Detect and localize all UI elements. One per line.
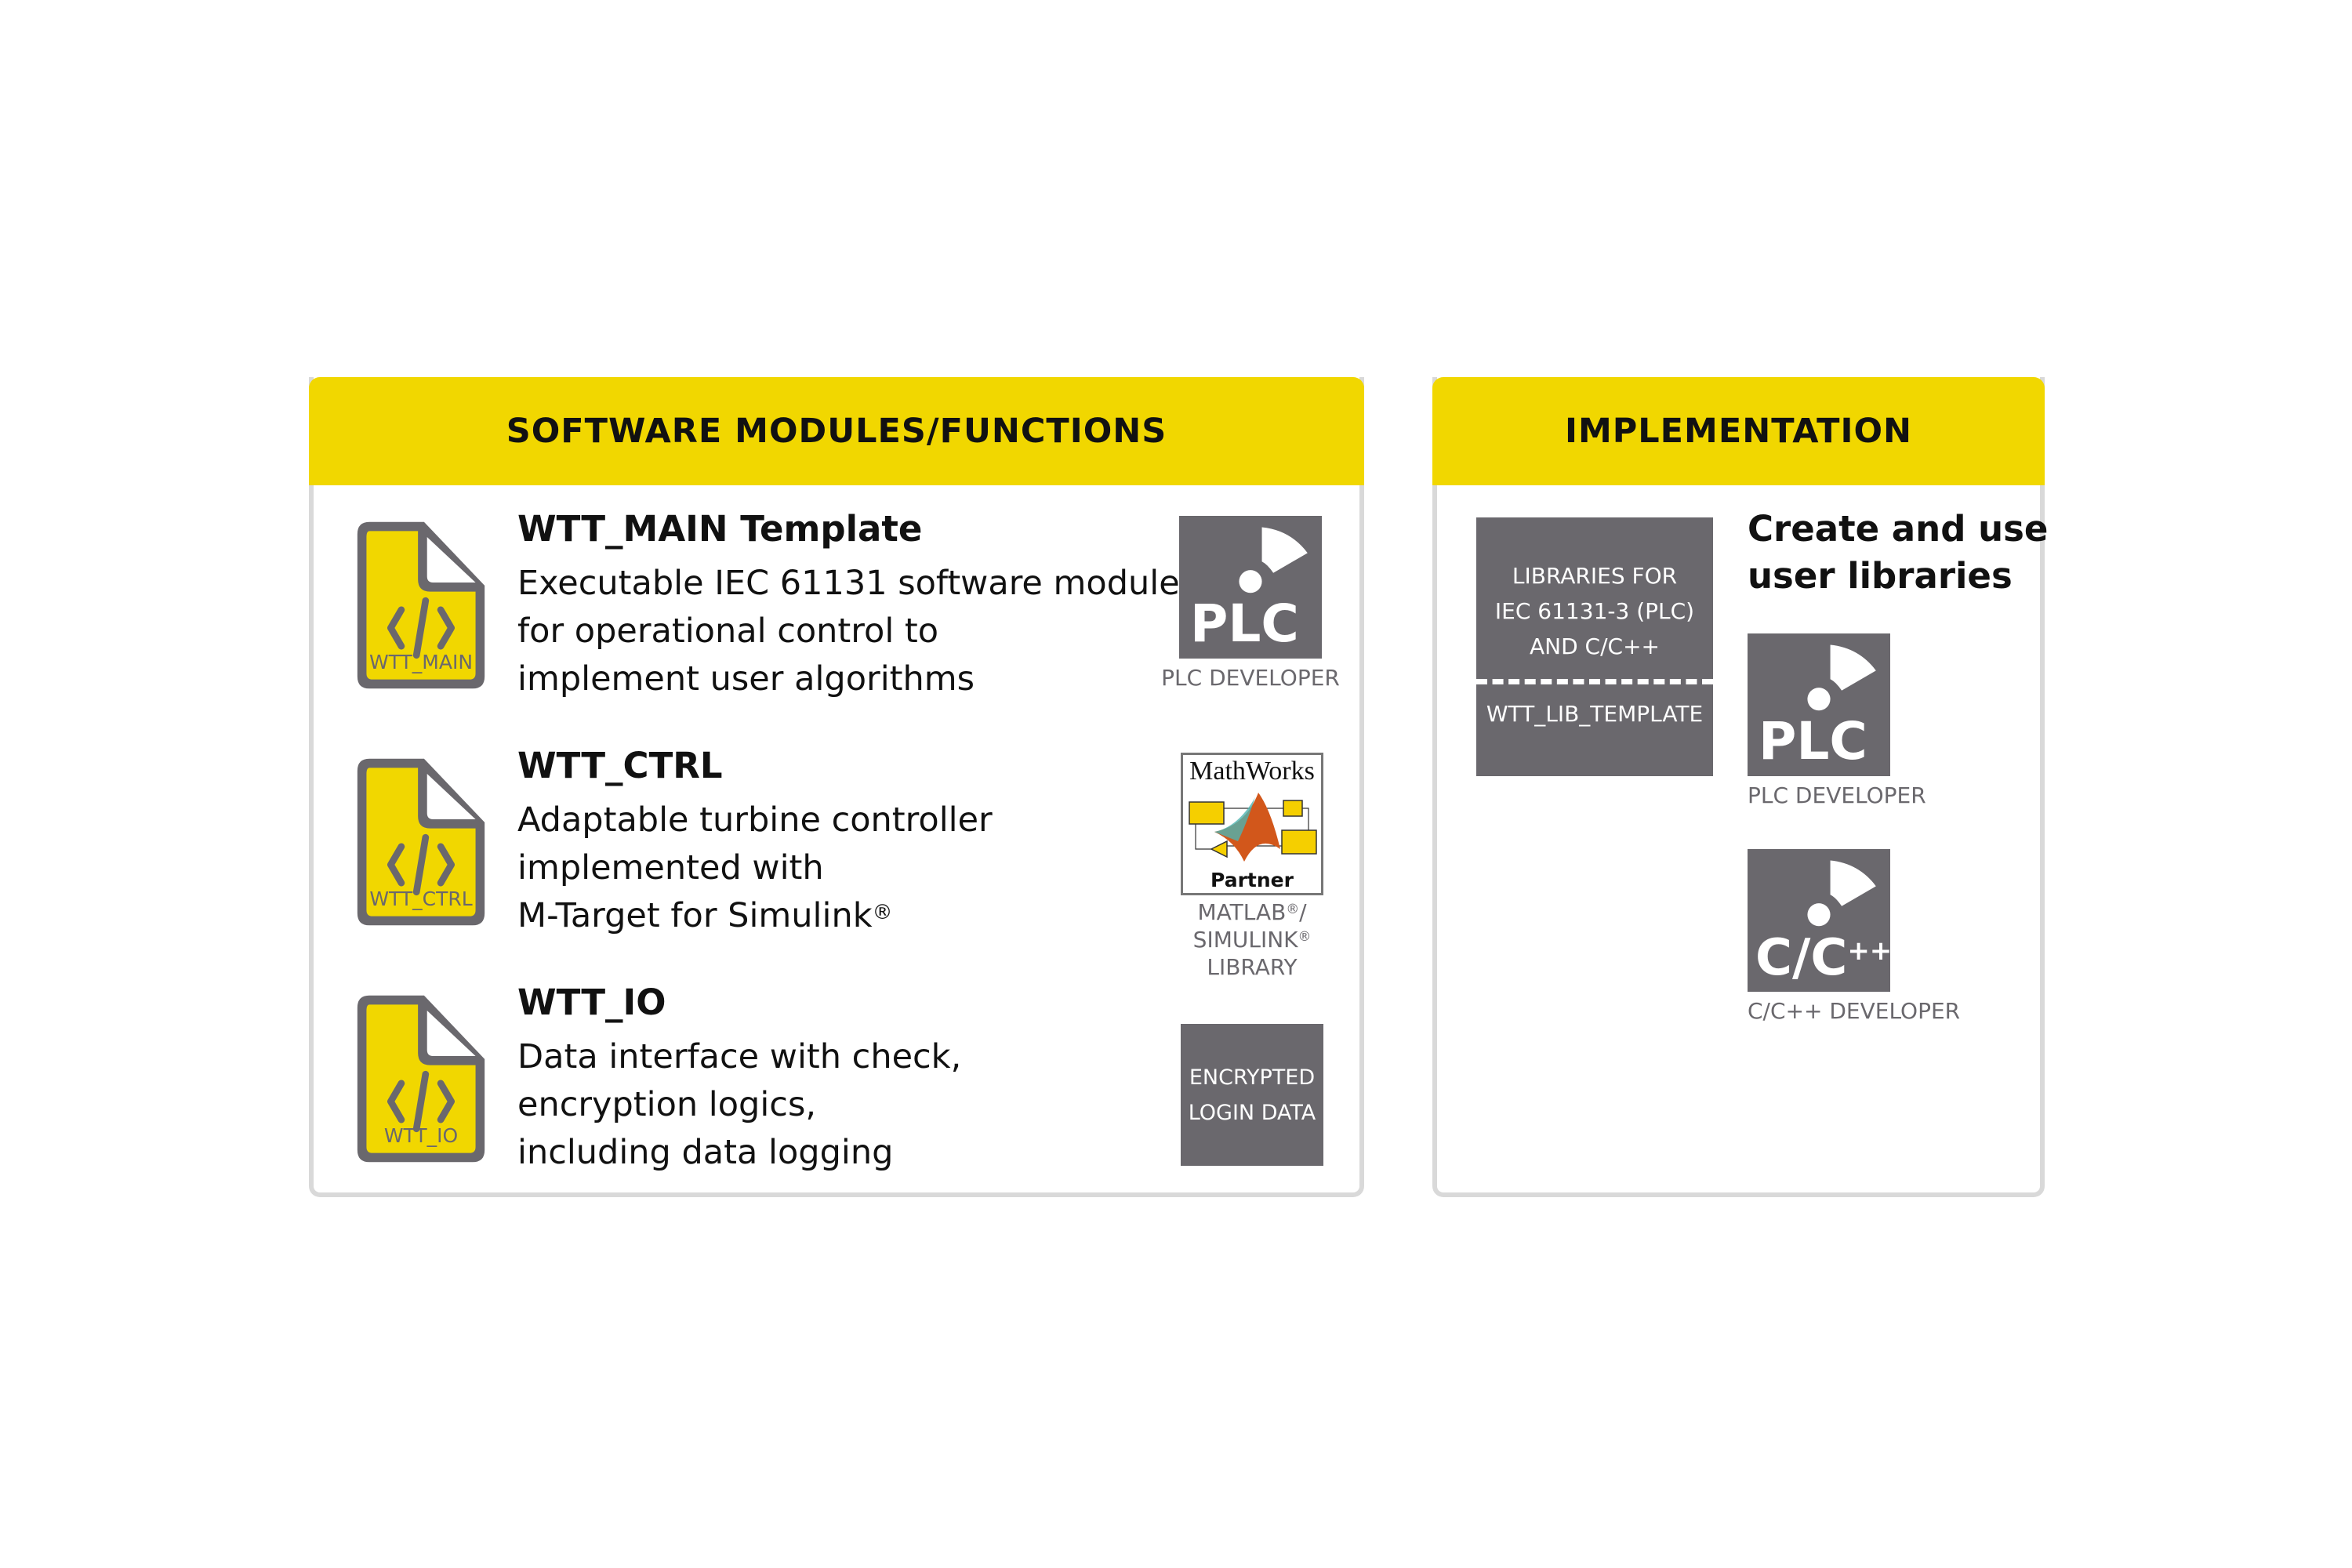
logo-text: PLC [1190, 593, 1299, 654]
implementation-panel: IMPLEMENTATION [1432, 377, 2045, 1197]
module-title: WTT_IO [517, 982, 666, 1023]
label-line: MATLAB®/ [1145, 898, 1359, 926]
box-line: LIBRARIES FOR [1512, 563, 1678, 589]
module-desc-line: encryption logics, [517, 1085, 817, 1124]
heading-line: Create and use [1748, 508, 2049, 550]
registered-mark: ® [1298, 928, 1312, 944]
matlab-library-label: MATLAB®/ SIMULINK® LIBRARY [1145, 898, 1359, 981]
module-desc-line: Adaptable turbine controller [517, 800, 993, 840]
logo-text: C/C++ [1755, 929, 1892, 987]
lib-template-label: WTT_LIB_TEMPLATE [1486, 701, 1704, 727]
mathworks-partner-logo: MathWorks Partner [1181, 753, 1323, 895]
cpp-developer-label: C/C++ DEVELOPER [1748, 998, 1961, 1024]
plc-developer-logo: PLC [1748, 633, 1890, 776]
module-title: WTT_MAIN Template [517, 508, 923, 550]
label-line: SIMULINK® [1145, 926, 1359, 953]
implementation-heading: Create and use user libraries [1748, 506, 2048, 600]
file-icon-label: WTT_IO [383, 1124, 459, 1147]
label-text: SIMULINK [1192, 927, 1298, 953]
registered-mark: ® [1286, 901, 1300, 916]
module-desc-line: implement user algorithms [517, 659, 975, 699]
module-desc-line: implemented with [517, 848, 824, 887]
mathworks-title: MathWorks [1189, 757, 1315, 786]
libraries-box: LIBRARIES FOR IEC 61131-3 (PLC) AND C/C+… [1476, 517, 1713, 776]
plc-developer-logo: PLC [1179, 516, 1322, 659]
file-icon-label: WTT_CTRL [369, 887, 473, 910]
label-line: LIBRARY [1207, 954, 1298, 980]
registered-mark: ® [872, 901, 893, 924]
heading-line: user libraries [1748, 555, 2013, 597]
logo-sup-text: ++ [1847, 935, 1893, 967]
partner-text: Partner [1210, 869, 1294, 891]
box-line: ENCRYPTED [1189, 1065, 1316, 1090]
panel-header: IMPLEMENTATION [1432, 377, 2045, 485]
module-desc-line: Data interface with check, [517, 1037, 962, 1076]
box-line: IEC 61131-3 (PLC) [1494, 598, 1695, 624]
file-icon-label: WTT_MAIN [368, 651, 474, 673]
module-desc-text: M-Target for Simulink [517, 896, 873, 935]
label-text: / [1299, 899, 1307, 925]
encrypted-login-data-box: ENCRYPTED LOGIN DATA [1181, 1024, 1323, 1166]
box-line: AND C/C++ [1529, 633, 1661, 659]
plc-developer-label: PLC DEVELOPER [1161, 665, 1340, 691]
dashed-divider [1476, 679, 1713, 684]
label-text: MATLAB [1197, 899, 1287, 925]
box-line: LOGIN DATA [1188, 1100, 1316, 1125]
module-title: WTT_CTRL [517, 745, 723, 786]
module-desc-line: Executable IEC 61131 software module [517, 564, 1180, 603]
logo-text: PLC [1759, 711, 1867, 771]
panel-header: SOFTWARE MODULES/FUNCTIONS [309, 377, 1364, 485]
logo-main-text: C/C [1755, 929, 1848, 987]
plc-developer-label: PLC DEVELOPER [1748, 782, 1926, 808]
module-desc-line: for operational control to [517, 612, 939, 651]
libraries-text: LIBRARIES FOR IEC 61131-3 (PLC) AND C/C+… [1476, 558, 1713, 664]
module-desc-line: M-Target for Simulink® [517, 892, 892, 940]
cpp-developer-logo: C/C++ [1748, 849, 1892, 992]
module-desc-line: including data logging [517, 1133, 894, 1172]
